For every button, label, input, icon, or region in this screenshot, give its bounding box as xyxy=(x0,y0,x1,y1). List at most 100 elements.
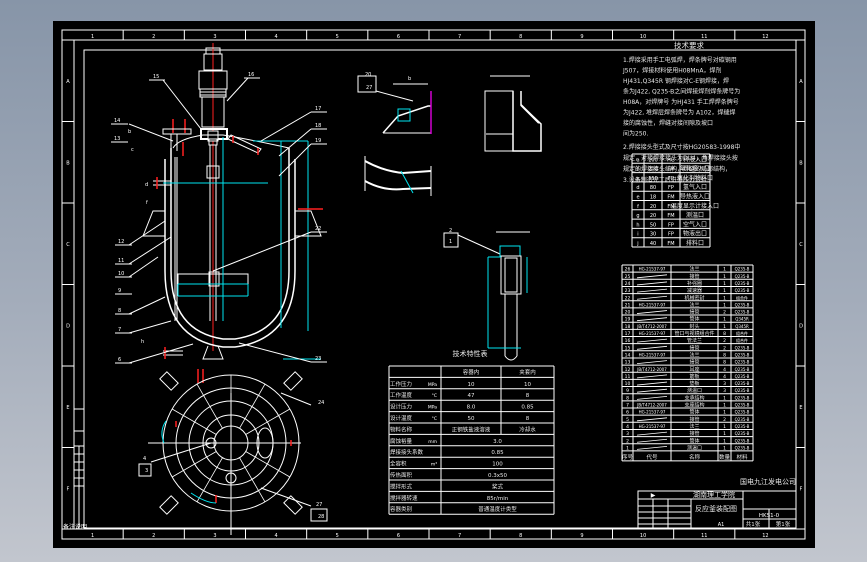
leader-label-right: 17 xyxy=(315,106,321,112)
tech-req-line: 1.焊接采用手工电弧焊，焊条牌号对碳钢用 xyxy=(623,56,737,64)
plan-radial xyxy=(171,451,217,478)
tech-char-header: 夹套内 xyxy=(519,368,536,376)
nozzle-name: 物液出口 xyxy=(683,230,707,238)
part-name: 接管 xyxy=(689,309,699,316)
nozzle-dn: 150 xyxy=(648,176,658,182)
zone-label-left: B xyxy=(66,160,70,166)
part-name: 测温口 xyxy=(687,387,702,394)
part-qty: 1 xyxy=(723,302,726,308)
shaft-coupling xyxy=(206,165,220,179)
zone-label-top: 6 xyxy=(397,34,400,40)
part-mat: Q235-B xyxy=(735,360,750,365)
school-name: 湖南理工学院 xyxy=(693,490,735,499)
part-no: 24 xyxy=(625,281,631,287)
part-qty: 2 xyxy=(723,338,726,344)
part-code-blank xyxy=(636,438,668,443)
nozzle-id: d xyxy=(636,185,639,191)
parts-header-qty: 数量 xyxy=(719,453,731,461)
sheet-number: 第1张 xyxy=(776,520,791,528)
part-mat: Q235-B xyxy=(735,381,750,386)
leader-line-17 xyxy=(260,111,312,142)
part-code: JB/T4712-2007 xyxy=(636,367,667,372)
part-name: 机械密封 xyxy=(684,294,704,301)
tech-char-value: 85r/min xyxy=(487,496,509,502)
part-no: 26 xyxy=(625,267,631,273)
zone-label-right: D xyxy=(799,323,803,329)
nozzle-std: FM xyxy=(667,167,674,173)
tech-char-label: 传热面积 xyxy=(390,471,413,479)
part-no: 2 xyxy=(626,438,629,444)
leader-line-7 xyxy=(128,320,172,334)
part-code-blank xyxy=(636,395,668,400)
plan-radial xyxy=(171,408,217,435)
zone-label-top: 3 xyxy=(213,34,216,40)
tech-char-value: 8 xyxy=(526,416,530,422)
tech-req-line: J507，焊接材料使用H08MnA，焊剂 xyxy=(622,67,721,75)
leader-line-6 xyxy=(128,343,194,364)
plan-dim-arc xyxy=(190,492,217,504)
nozzle-name: 排料口 xyxy=(686,239,704,247)
detail-label: 20 xyxy=(365,72,371,78)
part-name: 管口与视镜组合件 xyxy=(674,330,714,337)
tech-req-line: 条为J422, Q235-B之间焊接焊剂焊条牌号为 xyxy=(623,88,740,96)
detail-leader xyxy=(375,90,414,102)
leader-line-22 xyxy=(212,231,312,272)
tech-req-line: 3.设备制造完工后进行压力试验 xyxy=(623,176,707,184)
leader-line-14 xyxy=(128,123,174,142)
parts-header-code: 代号 xyxy=(646,453,658,461)
plan-lug xyxy=(283,371,303,391)
part-qty: 1 xyxy=(723,274,726,280)
zone-label-bottom: 7 xyxy=(458,533,461,539)
support-lug-right xyxy=(294,210,322,237)
detail-dim xyxy=(400,170,414,194)
nozzle-std: FP xyxy=(668,232,674,238)
part-qty: 1 xyxy=(723,267,726,273)
zone-label-bottom: 11 xyxy=(701,533,707,539)
tech-char-value: 10 xyxy=(468,382,475,388)
part-code: HG-21537-97 xyxy=(639,331,666,336)
part-name: 筒体 xyxy=(689,409,699,416)
plan-label-3: 3 xyxy=(145,468,148,474)
detail-shell-curve xyxy=(364,160,432,175)
zone-label-bottom: 3 xyxy=(213,533,216,539)
plan-label-4: 4 xyxy=(143,456,146,462)
top-head xyxy=(172,134,290,149)
tech-char-value: 0.3x50 xyxy=(488,473,508,479)
tech-req-line: H08A，对焊牌号 为HJ431 手工焊焊条牌号 xyxy=(623,98,739,106)
leader-line-15 xyxy=(162,79,202,130)
plan-lug xyxy=(159,495,179,515)
tech-char-label: 腐蚀裕量 xyxy=(390,437,413,445)
part-name: 补强圈 xyxy=(687,280,702,287)
plan-label-28: 28 xyxy=(318,514,324,520)
part-mat: Q235-B xyxy=(735,274,750,279)
seal-core xyxy=(207,130,219,142)
zone-label-left: A xyxy=(66,79,70,85)
part-name: 减速器 xyxy=(687,287,702,294)
tech-char-label: 焊接接头系数 xyxy=(390,448,424,456)
leader-label-right: 23 xyxy=(315,356,321,362)
detail-label: 2 xyxy=(449,228,452,234)
leader-label-left: 13 xyxy=(114,136,120,142)
part-code: HG-21537-97 xyxy=(639,352,666,357)
part-no: 9 xyxy=(626,388,629,394)
part-mat: Q345R xyxy=(735,317,749,322)
part-mat: Q235-B xyxy=(735,345,750,350)
plan-radial xyxy=(245,408,291,435)
part-mat: Q235-B xyxy=(735,310,750,315)
part-qty: 1 xyxy=(723,395,726,401)
nozzle-id: j xyxy=(636,241,638,247)
part-mat: 组合件 xyxy=(736,337,748,343)
plan-leader xyxy=(260,487,312,507)
plan-nozzle xyxy=(205,437,217,449)
zone-label-right: E xyxy=(799,405,802,411)
parts-header-name: 名称 xyxy=(689,453,701,461)
nozzle-b-flange xyxy=(162,128,192,135)
part-code-blank xyxy=(636,345,668,350)
nozzle-name: 氢气入口 xyxy=(683,183,707,191)
part-mat: Q235-B xyxy=(735,395,750,400)
tech-req-line: 为J422, 堆焊层焊条牌号为 A102，焊缝焊 xyxy=(623,109,736,117)
part-code-blank xyxy=(636,431,668,436)
tech-char-label: 设计压力 xyxy=(390,403,412,411)
